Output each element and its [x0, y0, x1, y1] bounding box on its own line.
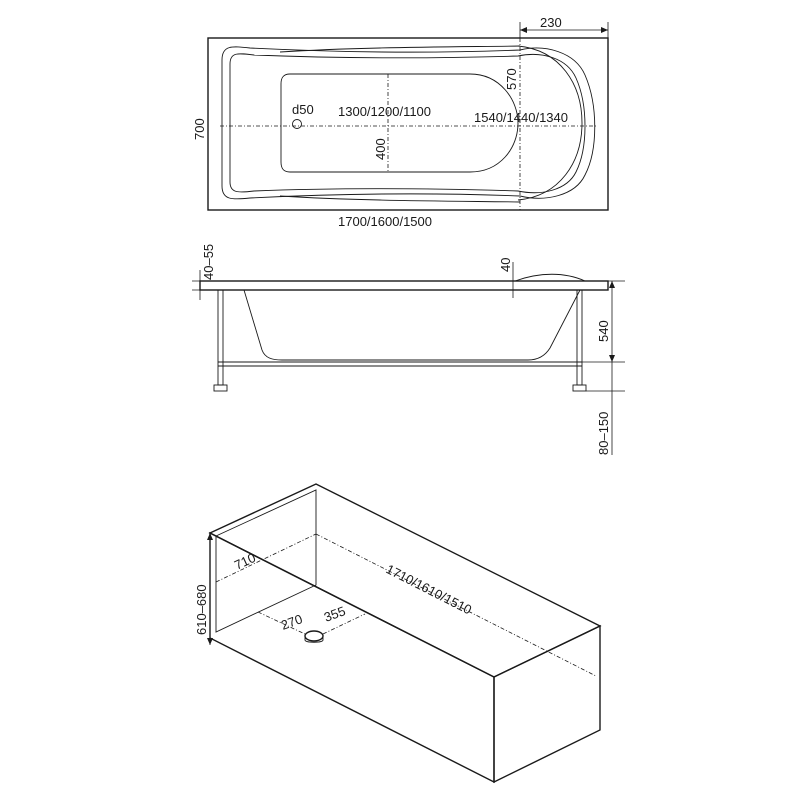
- top-view-outline: [207, 37, 609, 211]
- top-view-outer-contour-2: [229, 53, 586, 194]
- dim-length-label: 1710/1610/1510: [384, 561, 475, 617]
- left-leg: [217, 289, 224, 386]
- dim-270-label: 270: [279, 611, 305, 633]
- arrow-icon: [207, 533, 213, 540]
- dim-drain-label: d50: [292, 102, 314, 117]
- box-right-face: [493, 624, 601, 784]
- box-view: 710 1710/1610/1510 610–680 270 355: [194, 483, 602, 784]
- side-headrest: [514, 273, 586, 282]
- side-view: 40–55 40 540 80–150: [192, 244, 625, 455]
- box-front-face: [209, 531, 495, 784]
- arrow-icon: [207, 638, 213, 645]
- dim-rim-label: 40–55: [201, 244, 216, 280]
- dim-outer-length-label: 1540/1440/1340: [474, 110, 568, 125]
- right-foot: [572, 384, 587, 392]
- box-top-recess: [215, 489, 317, 633]
- side-basin-body: [243, 289, 581, 361]
- inner-basin-contour: [280, 73, 519, 173]
- arrow-icon: [609, 355, 615, 362]
- bottom-rim-curve: [279, 195, 521, 203]
- headrest-arc: [517, 45, 583, 201]
- dim-width-label: 710: [232, 550, 258, 573]
- side-rim: [199, 280, 609, 291]
- dim-40-label: 40: [498, 258, 513, 272]
- drain-icon: [292, 119, 302, 129]
- arrow-icon: [601, 27, 608, 33]
- dim-legs-label: 80–150: [596, 412, 611, 455]
- dim-570-label: 570: [504, 68, 519, 90]
- dim-540-label: 540: [596, 320, 611, 342]
- top-view: 230 570 700 d50 1300/1200/1100 1540/1440…: [192, 15, 609, 229]
- right-leg: [576, 289, 583, 386]
- dim-inner-length-label: 1300/1200/1100: [338, 104, 431, 119]
- arrow-icon: [609, 281, 615, 288]
- left-foot: [213, 384, 228, 392]
- dim-400-label: 400: [373, 138, 388, 160]
- dim-355-label: 355: [322, 603, 348, 625]
- dim-height-label: 610–680: [194, 584, 209, 635]
- dim-355-line: [322, 613, 366, 635]
- top-view-outer-contour: [221, 46, 596, 200]
- dim-1710-line: [315, 533, 597, 677]
- dim-total-length-label: 1700/1600/1500: [338, 214, 432, 229]
- box-drain-rim: [304, 636, 324, 643]
- dim-700-label: 700: [192, 118, 207, 140]
- dim-230-label: 230: [540, 15, 562, 30]
- top-rim-curve: [279, 45, 521, 53]
- arrow-icon: [520, 27, 527, 33]
- dim-710-line: [215, 533, 317, 583]
- box-drain-icon: [304, 630, 324, 642]
